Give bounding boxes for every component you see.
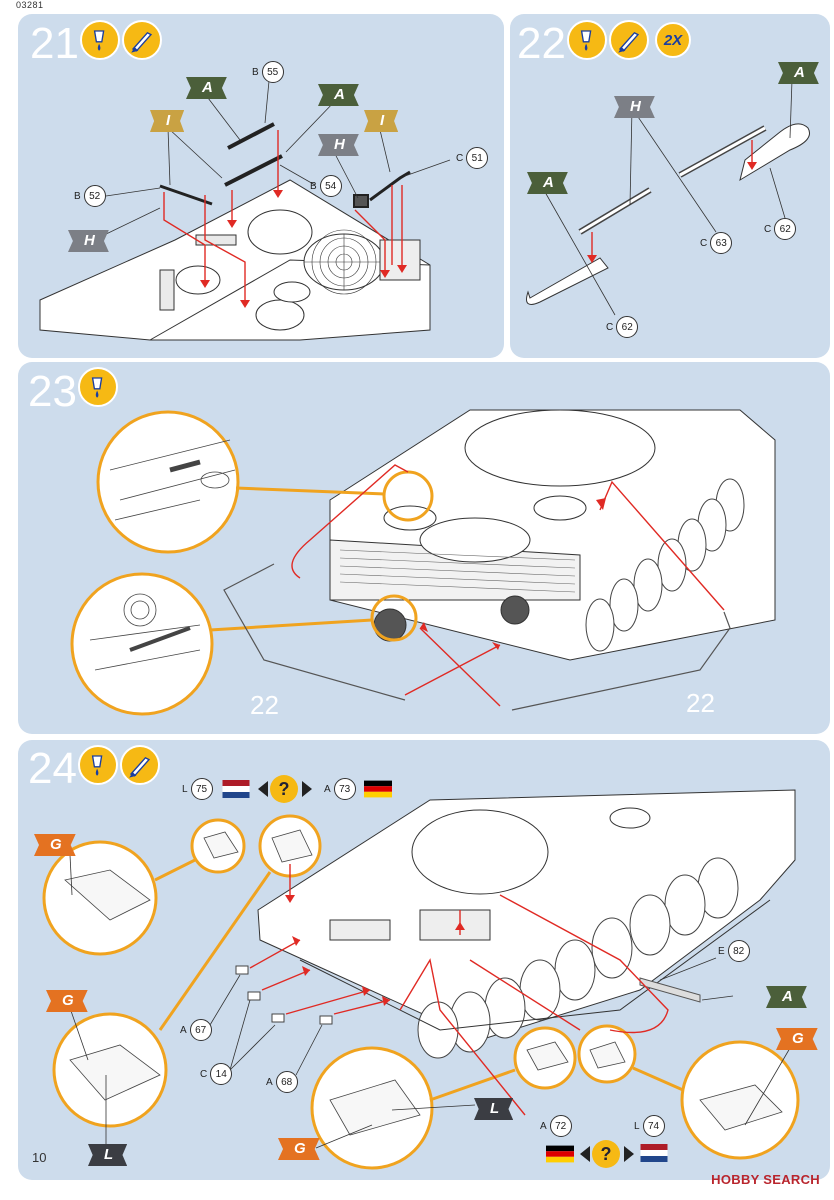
step-24-arrows — [249, 864, 669, 1116]
document-code: 03281 — [16, 0, 44, 10]
glue-icon — [78, 745, 118, 785]
step-24-callout-links — [154, 858, 684, 1102]
color-flag-a: A — [186, 77, 227, 99]
step-22-leaders — [544, 79, 793, 316]
step-23-callout-links — [209, 486, 385, 632]
color-flag-l: L — [88, 1144, 128, 1166]
step-24-number: 24 — [28, 744, 77, 793]
step-24-tank-top — [257, 789, 796, 1059]
left-arrow-icon — [580, 1146, 590, 1162]
step-24-leaders — [69, 854, 791, 1150]
glue-icon — [80, 20, 120, 60]
paint-brush-icon — [609, 20, 649, 60]
step-23-number: 23 — [28, 367, 77, 416]
question-mark-icon: ? — [270, 775, 298, 803]
step-22-arrows — [591, 140, 753, 255]
color-flag-g: G — [34, 834, 76, 856]
color-flag-a: A — [318, 84, 359, 106]
glue-icon — [78, 367, 118, 407]
step-22-tow-cable — [526, 123, 810, 305]
paint-brush-icon — [122, 20, 162, 60]
step-23-zoom-details — [89, 439, 236, 671]
question-mark-icon: ? — [592, 1140, 620, 1168]
step-21-leader-lines — [99, 80, 451, 238]
step-21-arrowheads — [200, 190, 407, 308]
germany-flag-icon — [546, 1145, 574, 1163]
step-reference-22: 22 — [250, 690, 279, 720]
color-flag-l: L — [474, 1098, 514, 1120]
color-flag-g: G — [278, 1138, 320, 1160]
color-flag-g: G — [776, 1028, 818, 1050]
right-arrow-icon — [624, 1146, 634, 1162]
step-24-plates — [64, 829, 783, 1136]
netherlands-flag-icon — [222, 780, 250, 798]
color-flag-i: I — [364, 110, 399, 132]
step-21-tank-deck — [39, 179, 431, 341]
color-flag-a: A — [766, 986, 807, 1008]
color-flag-a: A — [778, 62, 819, 84]
step-23-cables — [223, 563, 731, 711]
netherlands-flag-icon — [640, 1144, 668, 1162]
step-21-arrows — [163, 130, 403, 300]
step-23-tank-rear — [329, 409, 776, 661]
glue-icon — [567, 20, 607, 60]
step-22-number: 22 — [517, 19, 566, 68]
step-24-cable — [639, 977, 701, 1003]
repeat-2x-badge: 2X — [655, 22, 691, 58]
paint-brush-icon — [120, 745, 160, 785]
left-arrow-icon — [258, 781, 268, 797]
color-flag-i: I — [150, 110, 185, 132]
color-flag-h: H — [68, 230, 109, 252]
color-flag-g: G — [46, 990, 88, 1012]
color-flag-a: A — [527, 172, 568, 194]
step-reference-22: 22 — [686, 688, 715, 718]
step-21-number: 21 — [30, 19, 79, 68]
step-24-small-parts — [235, 965, 333, 1025]
germany-flag-icon — [364, 780, 392, 798]
watermark: HOBBY SEARCH — [711, 1172, 820, 1187]
step-21-parts — [159, 122, 411, 208]
right-arrow-icon — [302, 781, 312, 797]
page-number: 10 — [32, 1150, 47, 1165]
color-flag-h: H — [614, 96, 655, 118]
color-flag-h: H — [318, 134, 359, 156]
